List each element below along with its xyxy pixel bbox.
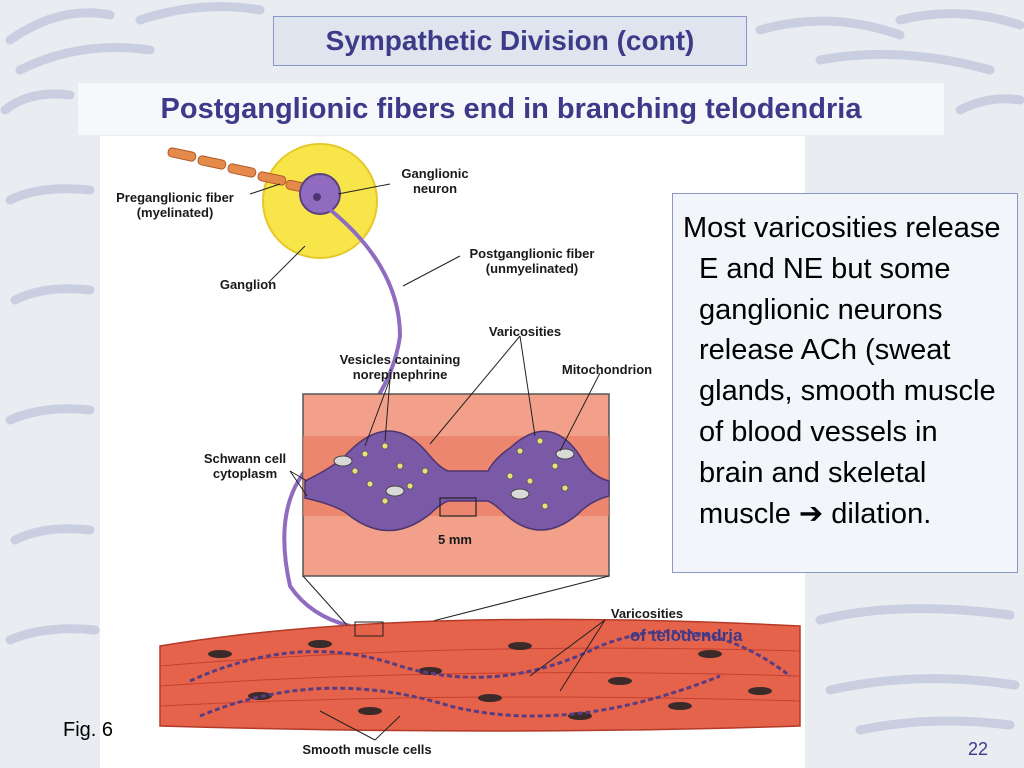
label-mitochondrion: Mitochondrion [561,362,653,377]
slide-title: Sympathetic Division (cont) [273,16,747,66]
figure-caption: Fig. 6 [63,719,114,741]
label-preganglionic: Preganglionic fiber (myelinated) [116,190,234,220]
varicosity-shapes [304,430,610,532]
label-scale: 5 mm [438,532,472,547]
label-vesicles: Vesicles containing norepinephrine [339,352,461,382]
ganglionic-neuron-shape [299,173,341,215]
page-number: 22 [968,739,989,759]
label-schwann: Schwann cell cytoplasm [203,451,287,481]
label-ganglionic-neuron: Ganglionic neuron [401,166,469,196]
body-text-box: Most varicosities release E and NE but s… [672,193,1018,573]
preganglionic-fiber-shape [167,147,311,194]
label-smooth-muscle: Smooth muscle cells [302,742,432,757]
smooth-muscle-shape [159,618,801,732]
telodendria-note: of telodendria [630,626,743,645]
neuron-diagram [159,143,801,741]
label-ganglion: Ganglion [219,277,277,292]
arrow-icon: ➔ [798,497,824,530]
label-varicosities-lower: Varicosities [610,606,684,621]
label-varicosities: Varicosities [488,324,562,339]
body-text: Most varicosities release E and NE but s… [683,212,1001,530]
label-postganglionic: Postganglionic fiber (unmyelinated) [469,246,595,276]
slide-subtitle: Postganglionic fibers end in branching t… [78,83,944,135]
